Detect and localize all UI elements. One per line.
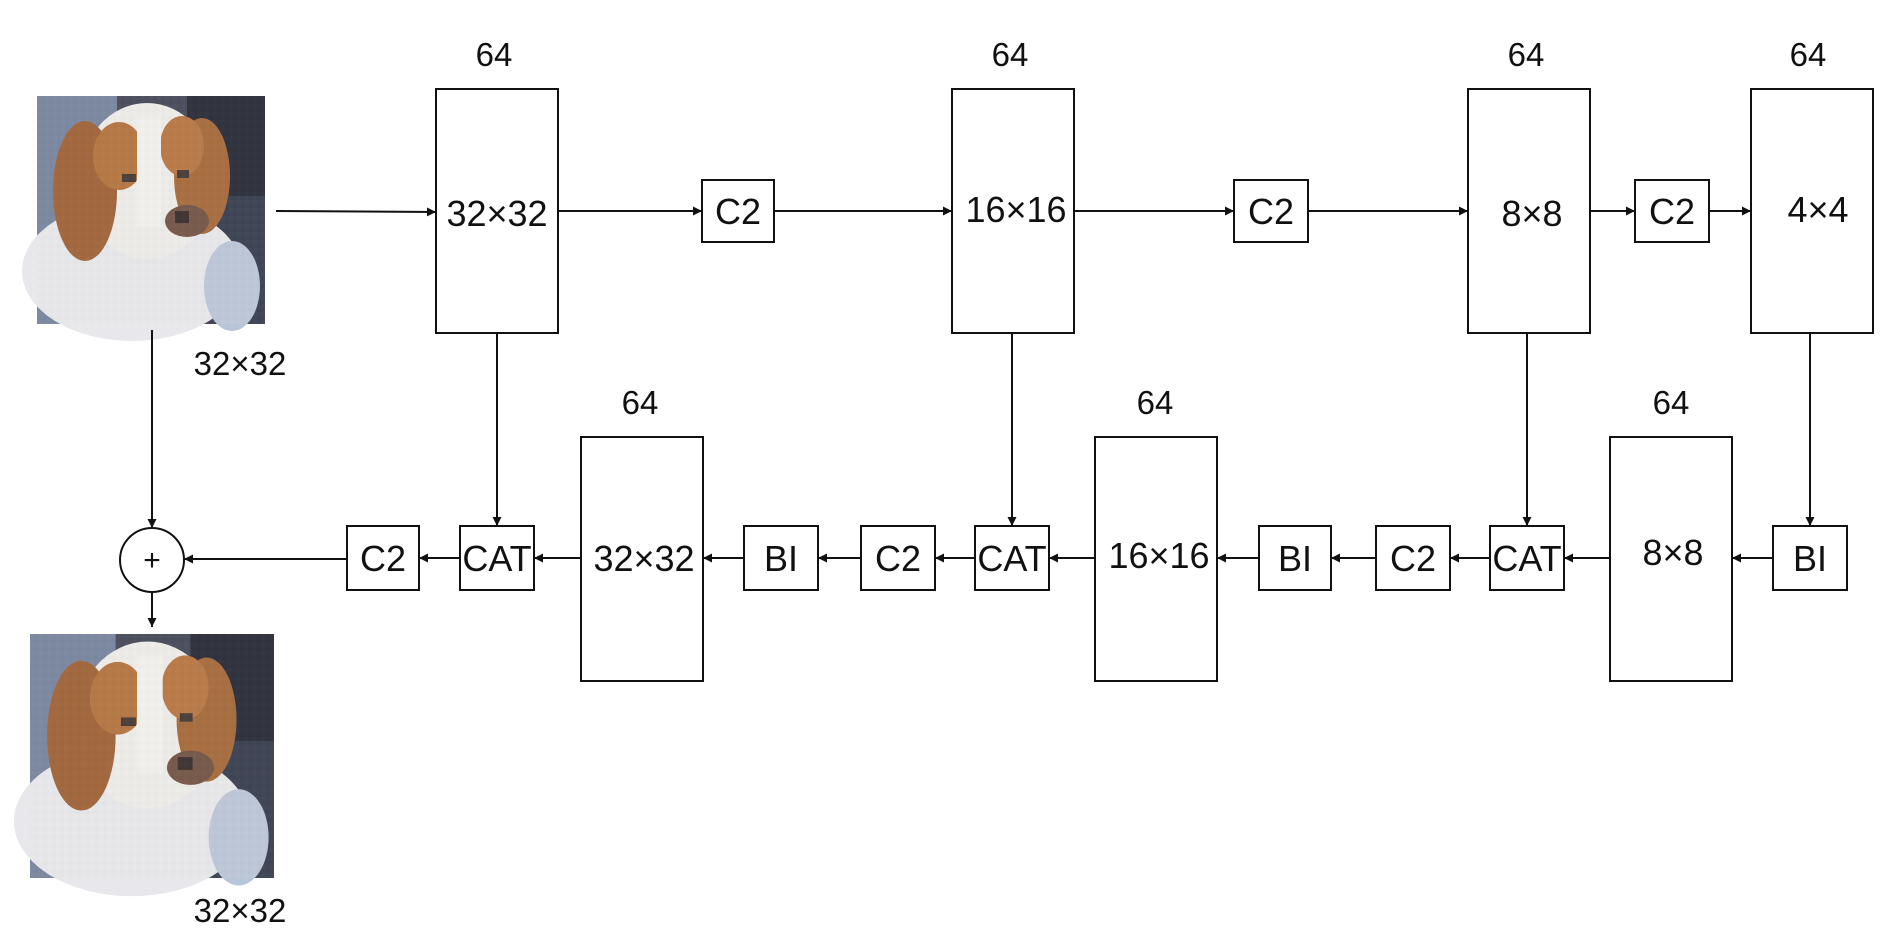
decoder-op-c2-1: C2 <box>860 525 936 591</box>
decoder-block-3: 64 8×8 <box>1609 384 1733 682</box>
decoder-arrows <box>184 553 1773 564</box>
encoder-block-3-size: 8×8 <box>1501 193 1562 234</box>
decoder-op-bi-1: BI <box>743 525 819 591</box>
decoder-op-cat-2-label: CAT <box>977 538 1046 579</box>
decoder-block-2-channels: 64 <box>1137 384 1174 421</box>
decoder-op-cat-1: CAT <box>459 525 535 591</box>
encoder-arrows <box>275 206 1751 217</box>
input-size-label: 32×32 <box>194 345 287 382</box>
decoder-op-cat-3: CAT <box>1489 525 1565 591</box>
encoder-op-c2-2: C2 <box>1233 179 1309 243</box>
encoder-block-2: 64 16×16 <box>951 36 1075 334</box>
decoder-op-c2-1-label: C2 <box>875 538 921 579</box>
decoder-op-cat-2: CAT <box>974 525 1050 591</box>
encoder-block-4-size: 4×4 <box>1787 189 1848 230</box>
decoder-op-bi-3-label: BI <box>1793 538 1827 579</box>
decoder-op-cat-3-label: CAT <box>1492 538 1561 579</box>
encoder-op-c2-3-label: C2 <box>1649 191 1695 232</box>
sum-node: + <box>119 527 185 593</box>
encoder-block-3: 64 8×8 <box>1467 36 1591 334</box>
encoder-block-3-channels: 64 <box>1508 36 1545 73</box>
output-image <box>13 634 274 897</box>
decoder-op-bi-3: BI <box>1772 525 1848 591</box>
decoder-op-c2-out-label: C2 <box>360 538 406 579</box>
skip-connection-arrows <box>147 330 1815 627</box>
encoder-block-2-channels: 64 <box>992 36 1029 73</box>
encoder-block-4: 64 4×4 <box>1750 36 1874 334</box>
output-size-label: 32×32 <box>194 892 287 929</box>
encoder-block-1: 64 32×32 <box>435 36 559 334</box>
encoder-block-2-size: 16×16 <box>965 189 1066 230</box>
decoder-op-bi-2: BI <box>1258 525 1332 591</box>
encoder-op-c2-1: C2 <box>701 179 775 243</box>
decoder-block-2-size: 16×16 <box>1108 535 1209 576</box>
encoder-block-1-size: 32×32 <box>446 193 547 234</box>
encoder-op-c2-2-label: C2 <box>1248 191 1294 232</box>
decoder-block-1-channels: 64 <box>622 384 659 421</box>
decoder-op-bi-2-label: BI <box>1278 538 1312 579</box>
encoder-op-c2-3: C2 <box>1634 179 1710 243</box>
encoder-op-c2-1-label: C2 <box>715 191 761 232</box>
decoder-op-bi-1-label: BI <box>764 538 798 579</box>
decoder-block-1-size: 32×32 <box>593 538 694 579</box>
decoder-op-c2-out: C2 <box>346 525 420 591</box>
decoder-op-c2-2-label: C2 <box>1390 538 1436 579</box>
decoder-block-2: 64 16×16 <box>1094 384 1218 682</box>
decoder-op-cat-1-label: CAT <box>462 538 531 579</box>
decoder-block-3-size: 8×8 <box>1642 532 1703 573</box>
encoder-block-4-channels: 64 <box>1790 36 1827 73</box>
decoder-op-c2-2: C2 <box>1375 525 1451 591</box>
decoder-block-3-channels: 64 <box>1653 384 1690 421</box>
decoder-block-1: 64 32×32 <box>580 384 704 682</box>
input-image <box>22 96 265 341</box>
encoder-block-1-channels: 64 <box>476 36 513 73</box>
sum-symbol: + <box>143 544 161 577</box>
